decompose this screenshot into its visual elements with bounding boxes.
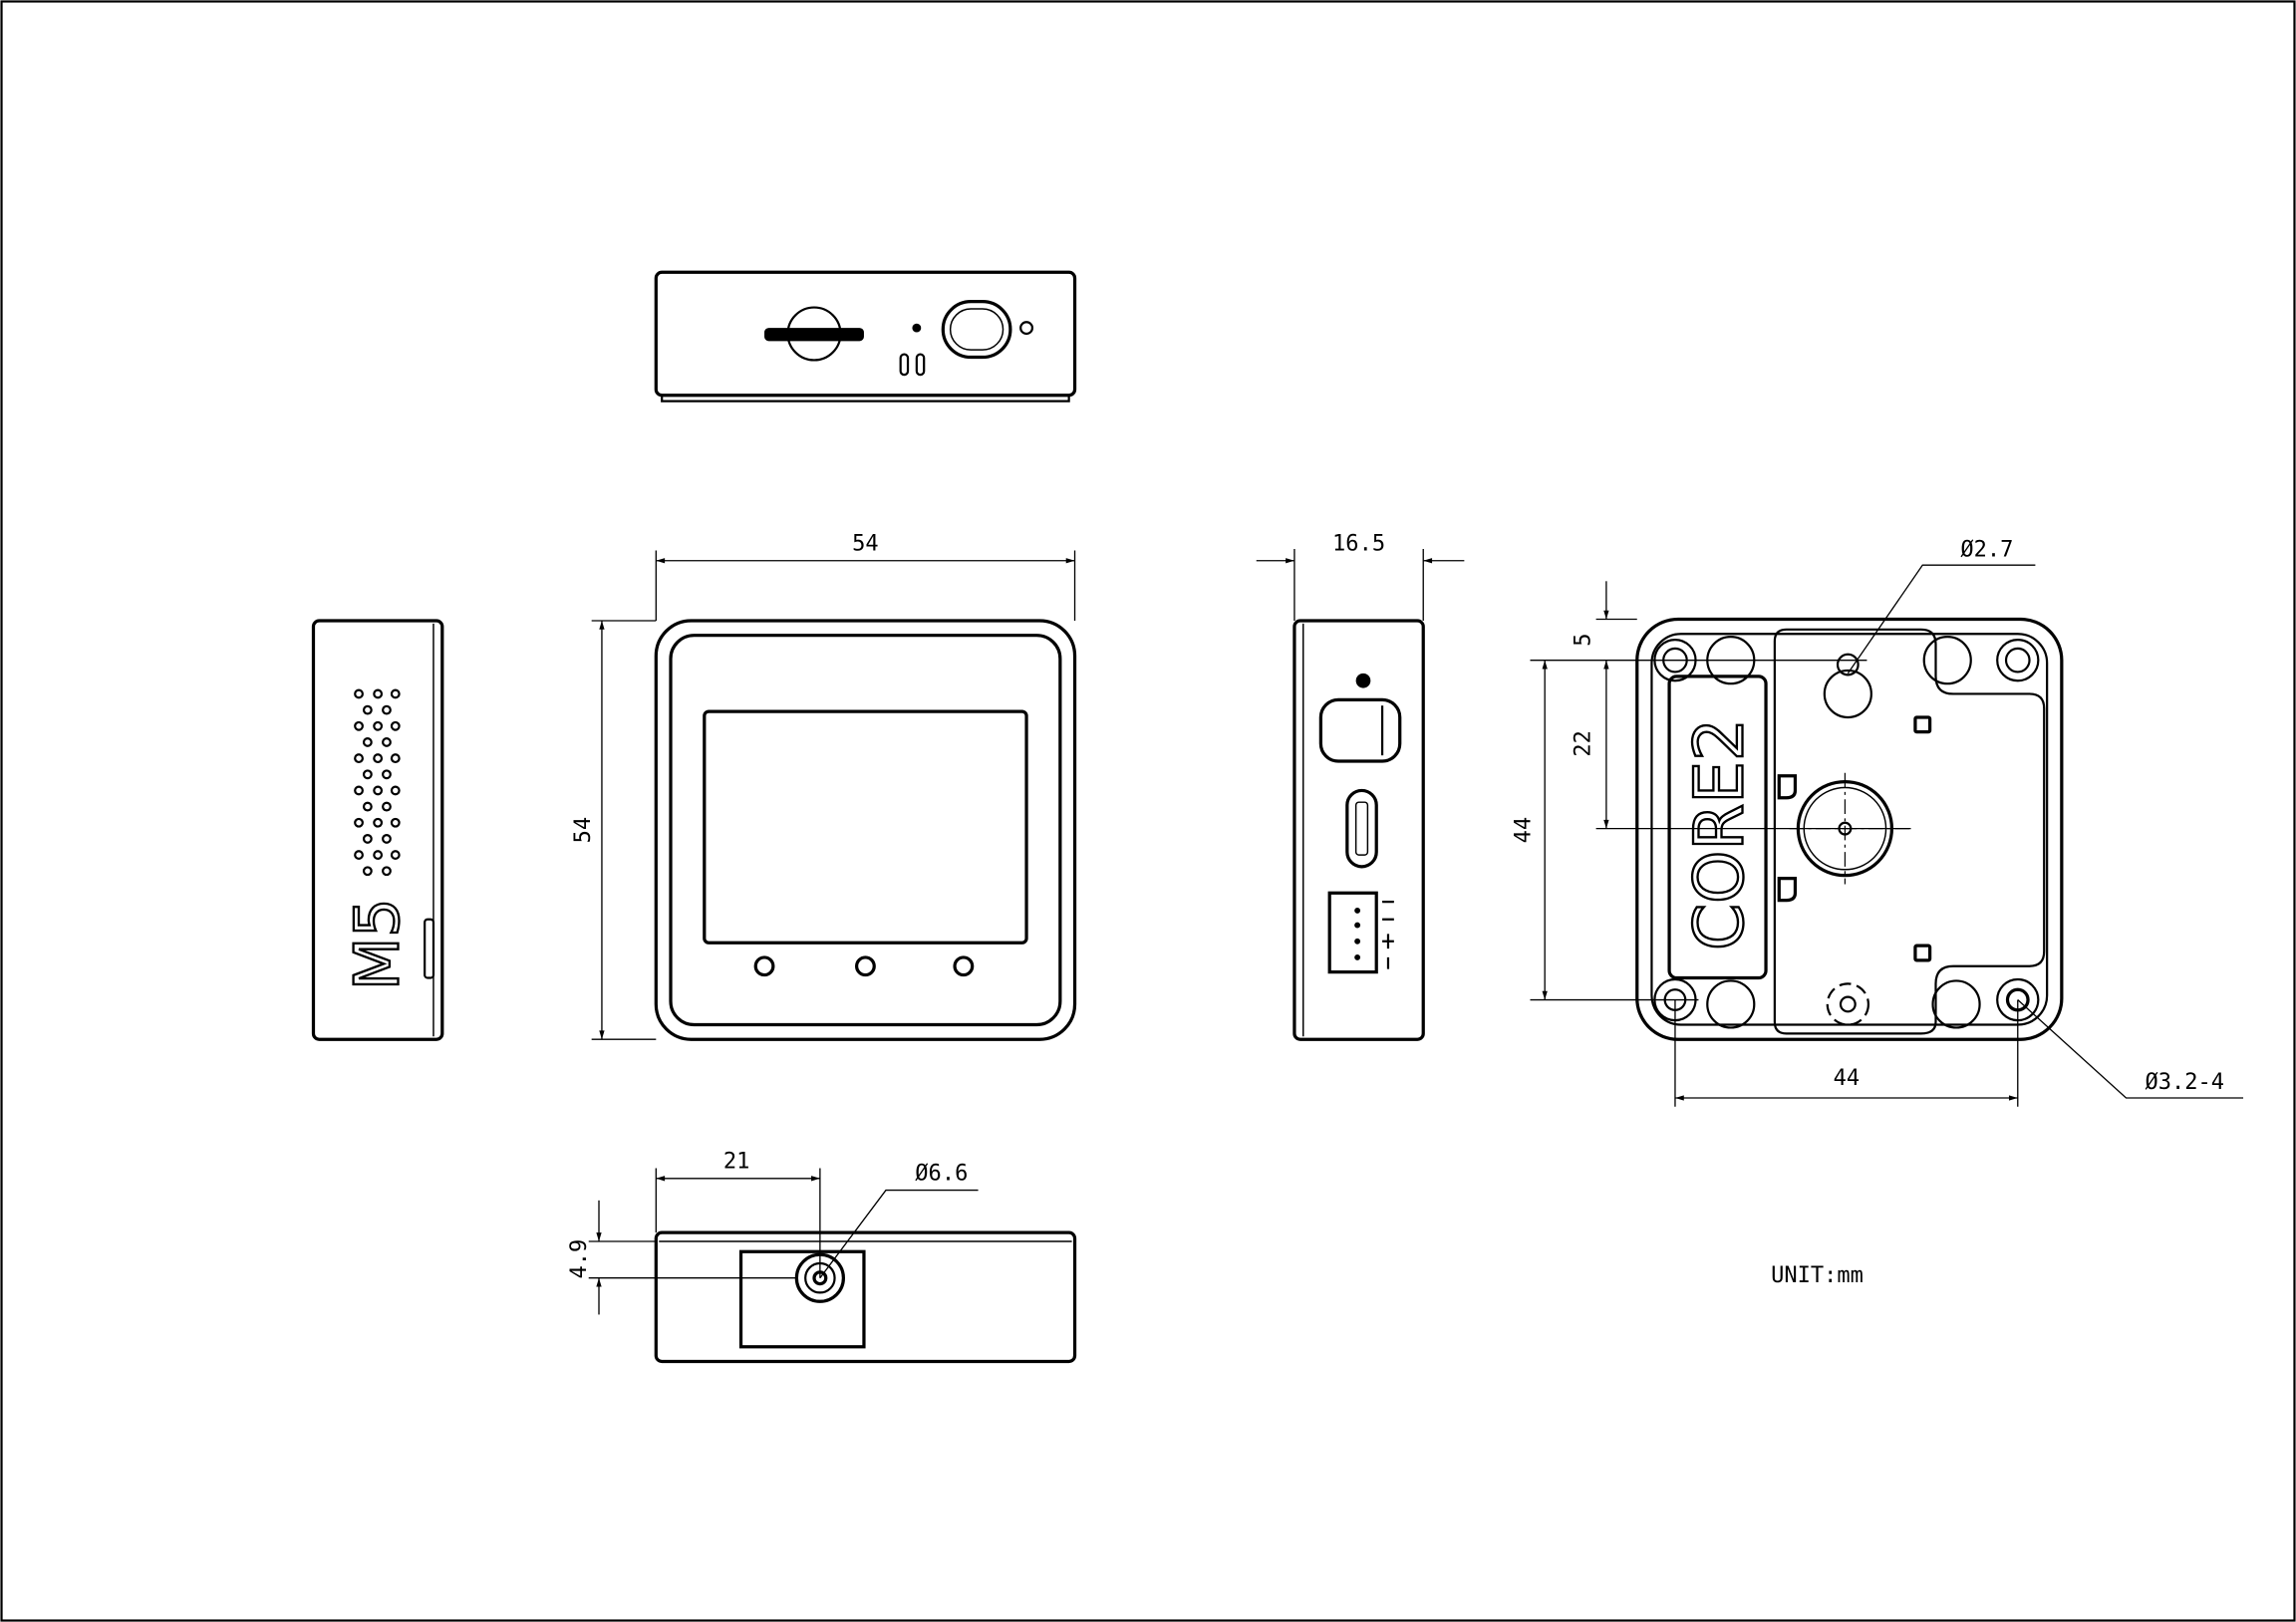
left-side-view: M5 (311, 619, 444, 1041)
hole-pitch-horizontal-dim: 44 (1834, 1066, 1861, 1091)
m5-logo: M5 (342, 898, 414, 990)
speaker-hole (390, 720, 401, 731)
speaker-hole (390, 850, 401, 861)
unit-label: UNIT:mm (1771, 1263, 1864, 1288)
button-b-icon (854, 955, 876, 977)
jack-height-dim: 4.9 (567, 1239, 592, 1279)
front-height-dim: 54 (571, 817, 596, 844)
speaker-hole (382, 833, 392, 844)
front-width-dim: 54 (852, 531, 879, 556)
screen (703, 709, 1028, 945)
hole-pitch-vertical-dim: 44 (1511, 817, 1536, 844)
battery-label (1667, 675, 1768, 980)
speaker-hole (382, 737, 392, 747)
speaker-hole (362, 801, 373, 812)
speaker-hole (382, 704, 392, 715)
speaker-hole (373, 850, 384, 861)
speaker-hole (362, 704, 373, 715)
bottom-view: 21 Ø6.6 4.9 (567, 1150, 1077, 1364)
speaker-hole (362, 866, 373, 877)
speaker-hole (373, 817, 384, 828)
speaker-hole (390, 817, 401, 828)
core2-label: CORE2 (1680, 718, 1759, 950)
speaker-hole (373, 785, 384, 796)
speaker-hole (373, 720, 384, 731)
top-offset-dim: 5 (1572, 633, 1596, 646)
speaker-hole (382, 801, 392, 812)
grove-port-icon (1327, 891, 1378, 974)
speaker-hole (373, 688, 384, 699)
right-side-view: 16.5 (1256, 531, 1465, 1041)
speaker-hole (390, 753, 401, 764)
back-view: CORE2 5 22 44 44 Ø2.7 Ø3.2-4 (1511, 537, 2244, 1107)
power-button-icon (941, 300, 1012, 360)
button-c-icon (953, 955, 975, 977)
speaker-grille-icon (354, 688, 401, 877)
speaker-hole (382, 866, 392, 877)
speaker-hole (390, 785, 401, 796)
speaker-hole (382, 769, 392, 780)
speaker-hole (354, 785, 364, 796)
hole-top-dim: Ø2.7 (1960, 537, 2013, 562)
speaker-hole (362, 737, 373, 747)
usb-c-port-icon (1345, 788, 1378, 869)
center-offset-dim: 22 (1572, 730, 1596, 757)
top-view (654, 270, 1077, 403)
button-a-icon (753, 955, 775, 977)
speaker-hole (354, 720, 364, 731)
power-button-icon (1318, 697, 1402, 763)
speaker-hole (362, 833, 373, 844)
speaker-hole (354, 850, 364, 861)
jack-diameter-dim: Ø6.6 (915, 1161, 968, 1186)
keyhole-icon (1823, 653, 1872, 719)
speaker-hole (354, 688, 364, 699)
jack-offset-dim: 21 (723, 1150, 750, 1175)
depth-dim: 16.5 (1332, 531, 1385, 556)
speaker-hole (373, 753, 384, 764)
speaker-hole (354, 817, 364, 828)
speaker-hole (354, 753, 364, 764)
speaker-hole (390, 688, 401, 699)
speaker-hole (362, 769, 373, 780)
front-view: 54 54 (571, 531, 1077, 1041)
mount-hole-dim: Ø3.2-4 (2146, 1070, 2225, 1095)
